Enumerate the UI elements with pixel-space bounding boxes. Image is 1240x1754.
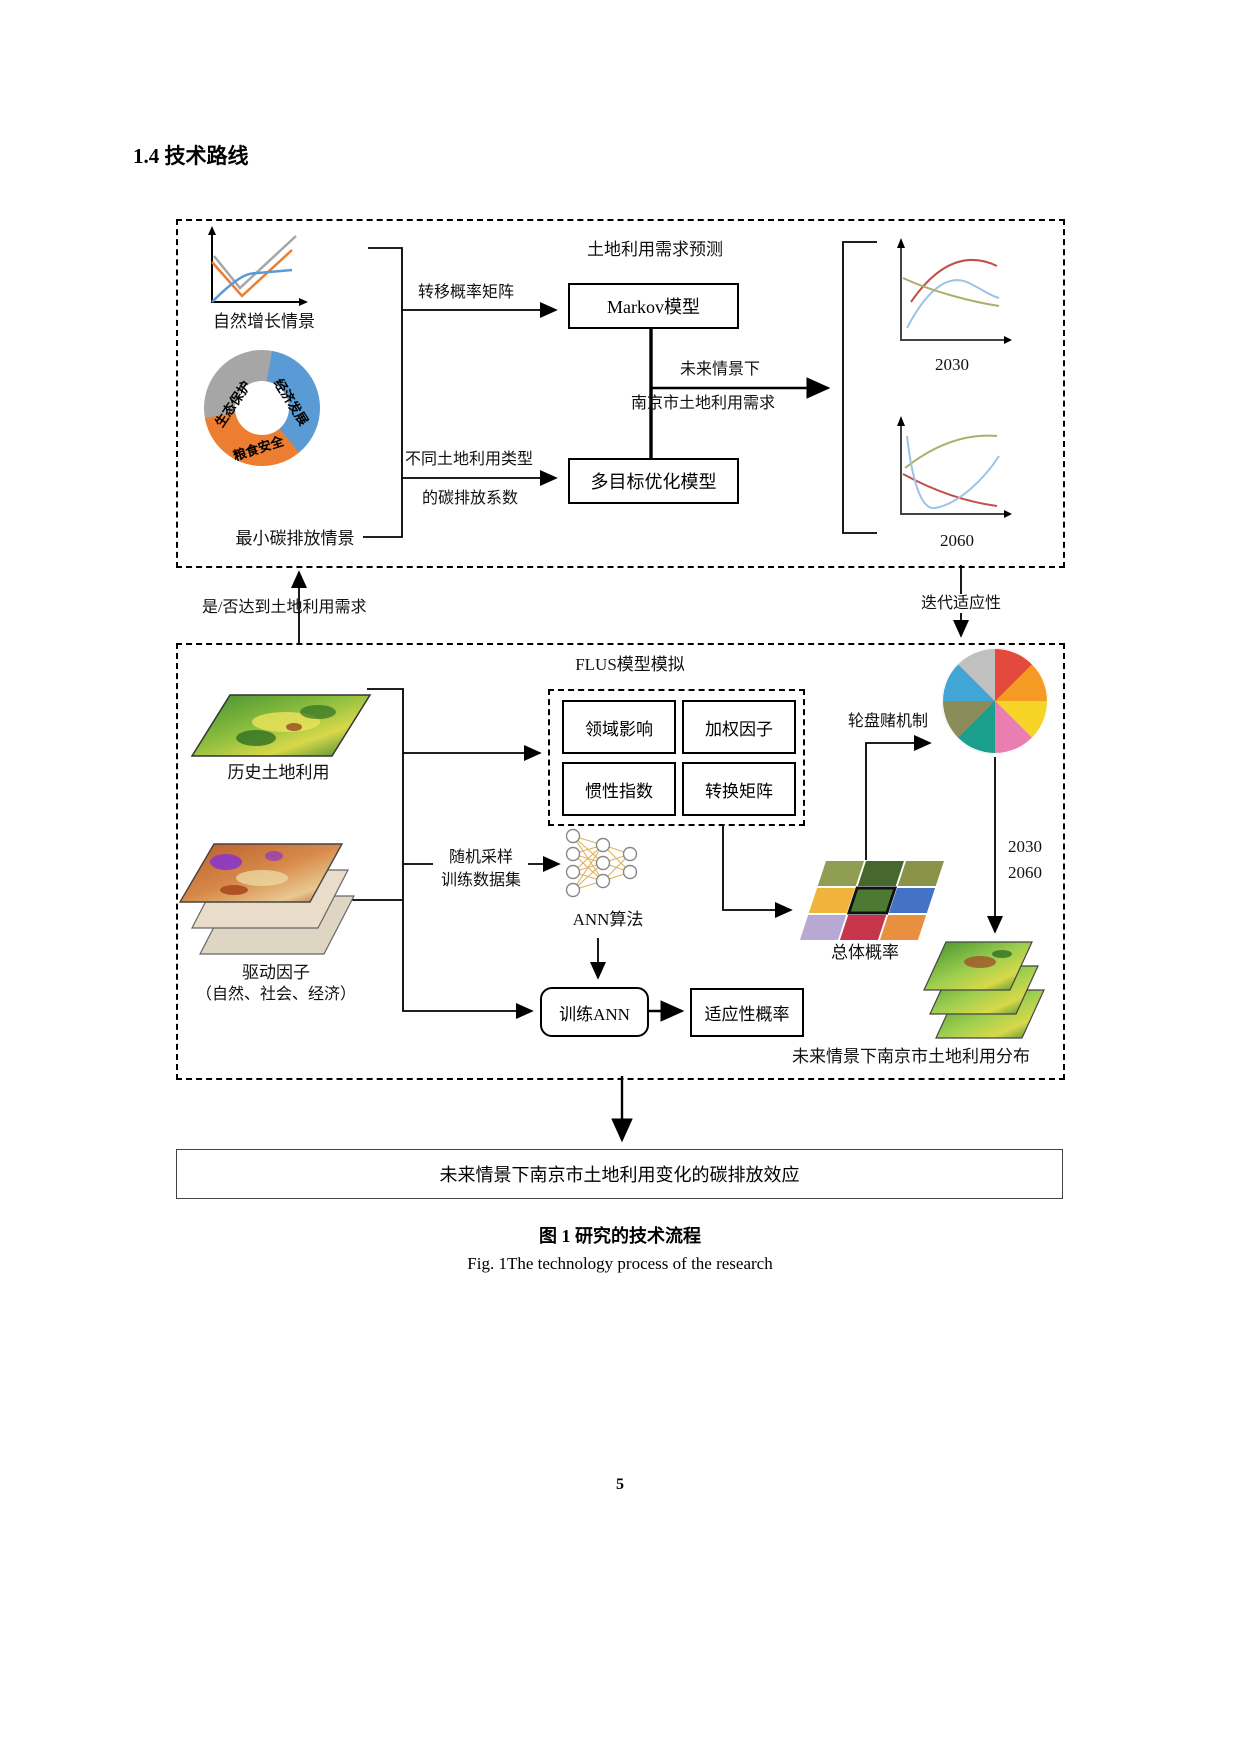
- ann-network-icon: [563, 826, 639, 900]
- multi-objective-model-box: 多目标优化模型: [568, 458, 739, 504]
- iteration-label: 迭代适应性: [918, 594, 1005, 614]
- figure-caption-zh: 图 1 研究的技术流程: [539, 1226, 701, 1246]
- page-number: 5: [616, 1476, 624, 1493]
- feedback-label: 是/否达到土地利用需求: [202, 599, 367, 616]
- train-ann-box: 训练ANN: [540, 987, 649, 1037]
- figure-caption-en: Fig. 1The technology process of the rese…: [467, 1254, 773, 1273]
- emission-label-line2: 的碳排放系数: [422, 490, 519, 507]
- flus-simulation-box: [176, 643, 1065, 1080]
- natural-growth-label: 自然增长情景: [213, 312, 315, 331]
- history-landuse-label: 历史土地利用: [227, 763, 330, 782]
- chart-2060-icon: [891, 416, 1013, 524]
- demand-label-line2: 南京市土地利用需求: [630, 395, 775, 412]
- top-box-title: 土地利用需求预测: [587, 240, 723, 259]
- suitability-probability-box: 适应性概率: [690, 988, 804, 1037]
- roulette-pie-icon: [942, 648, 1048, 754]
- param-box-conversion: 转换矩阵: [682, 762, 796, 816]
- scenario-donut-chart: 生态保护 经济发展 粮食安全: [204, 350, 320, 466]
- chart-2030-label: 2030: [935, 355, 969, 374]
- sampling-label-line1: 随机采样: [448, 849, 513, 866]
- overall-probability-tile-icon: [798, 860, 946, 942]
- driving-factor-maps-icon: [178, 842, 358, 960]
- year-2060-label: 2060: [1008, 863, 1042, 882]
- emission-label-line1: 不同土地利用类型: [405, 451, 534, 468]
- donut-segment-label-food: 粮食安全: [231, 433, 286, 464]
- transfer-matrix-label: 转移概率矩阵: [418, 284, 515, 301]
- markov-model-box: Markov模型: [568, 283, 739, 329]
- natural-growth-chart-icon: [198, 226, 316, 314]
- history-landuse-map-icon: [190, 694, 372, 758]
- sampling-label-line2: 训练数据集: [440, 872, 521, 889]
- chart-2060-label: 2060: [940, 531, 974, 550]
- param-box-weight: 加权因子: [682, 700, 796, 754]
- donut-hole: [235, 381, 289, 435]
- section-heading: 1.4 技术路线: [133, 144, 249, 168]
- flus-parameters-box: [548, 689, 805, 826]
- param-box-neighborhood: 领域影响: [562, 700, 676, 754]
- roulette-mechanism-label: 轮盘赌机制: [845, 712, 932, 732]
- min-carbon-label: 最小碳排放情景: [235, 529, 355, 548]
- chart-2030-icon: [891, 238, 1013, 350]
- future-landuse-maps-icon: [918, 940, 1048, 1044]
- driving-factor-label-line2: （自然、社会、经济）: [195, 986, 356, 1003]
- land-demand-prediction-box: [176, 219, 1065, 568]
- flus-box-title: FLUS模型模拟: [575, 655, 685, 674]
- driving-factor-label-line1: 驱动因子: [242, 963, 310, 982]
- param-box-inertia: 惯性指数: [562, 762, 676, 816]
- demand-label-line1: 未来情景下: [679, 361, 760, 378]
- overall-probability-label: 总体概率: [831, 943, 899, 962]
- carbon-effect-result-bar: 未来情景下南京市土地利用变化的碳排放效应: [176, 1149, 1063, 1199]
- year-2030-label: 2030: [1008, 837, 1042, 856]
- ann-algorithm-label: ANN算法: [572, 910, 644, 929]
- future-landuse-label: 未来情景下南京市土地利用分布: [792, 1047, 1030, 1066]
